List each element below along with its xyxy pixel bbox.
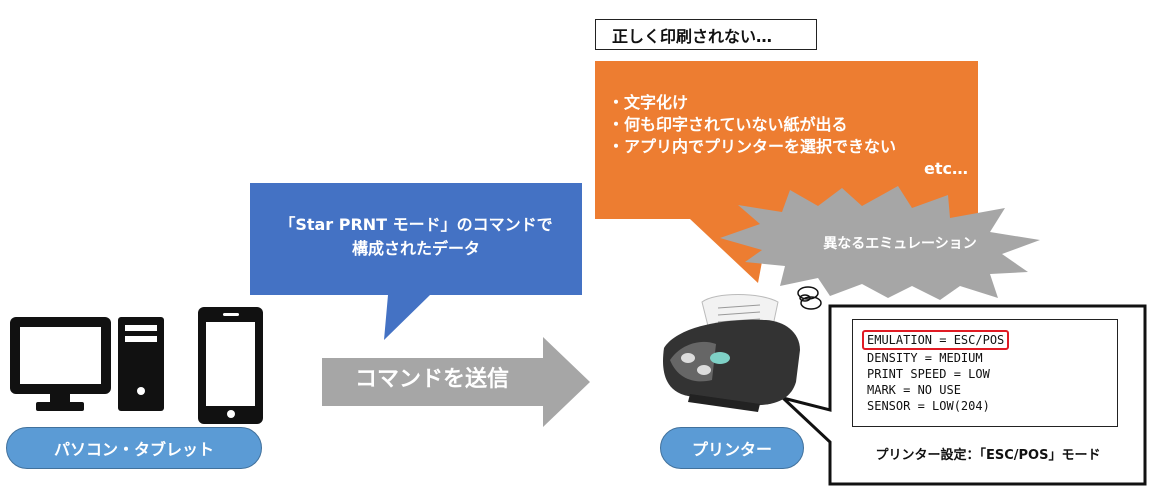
problem-list: ・文字化け ・何も印字されていない紙が出る ・アプリ内でプリンターを選択できない… [608, 92, 968, 180]
printer-label: プリンター [691, 440, 772, 459]
problem-item-cannot-select: ・アプリ内でプリンターを選択できない [608, 137, 897, 156]
problem-label: 正しく印刷されない… [612, 26, 773, 46]
setting-print-speed: PRINT SPEED = LOW [867, 367, 990, 381]
setting-density: DENSITY = MEDIUM [867, 351, 983, 365]
problem-item-garbled: ・文字化け [608, 93, 689, 112]
printer-settings-panel: EMULATION = ESC/POS DENSITY = MEDIUM PRI… [852, 319, 1118, 427]
setting-emulation: EMULATION = ESC/POS [862, 330, 1010, 350]
tablet-icon [198, 307, 263, 424]
data-bubble-line1: 「Star PRNT モード」のコマンドで [279, 215, 553, 234]
worry-scribble-icon [797, 286, 822, 310]
setting-mark: MARK = NO USE [867, 383, 961, 397]
data-bubble-text: 「Star PRNT モード」のコマンドで 構成されたデータ [250, 213, 582, 261]
printer-pill: プリンター [660, 427, 804, 469]
pc-tower-icon [118, 317, 164, 411]
send-arrow [322, 337, 590, 427]
printer-icon [663, 294, 800, 412]
monitor-icon [10, 317, 111, 411]
problem-label-box: 正しく印刷されない… [595, 19, 817, 50]
orange-speech-bubble [595, 61, 978, 283]
send-command-label: コマンドを送信 [354, 367, 509, 392]
settings-caption: プリンター設定：「ESC/POS」モード [875, 448, 1101, 463]
emulation-burst-label: 異なるエミュレーション [823, 236, 977, 252]
setting-sensor: SENSOR = LOW(204) [867, 399, 990, 413]
problem-item-blank-paper: ・何も印字されていない紙が出る [608, 115, 848, 134]
blue-speech-bubble [250, 183, 582, 340]
data-bubble-line2: 構成されたデータ [351, 239, 480, 258]
emulation-burst-shape [720, 186, 1040, 300]
pc-tablet-pill: パソコン・タブレット [6, 427, 262, 469]
problem-item-etc: etc… [924, 159, 968, 178]
pc-tablet-label: パソコン・タブレット [53, 440, 214, 459]
